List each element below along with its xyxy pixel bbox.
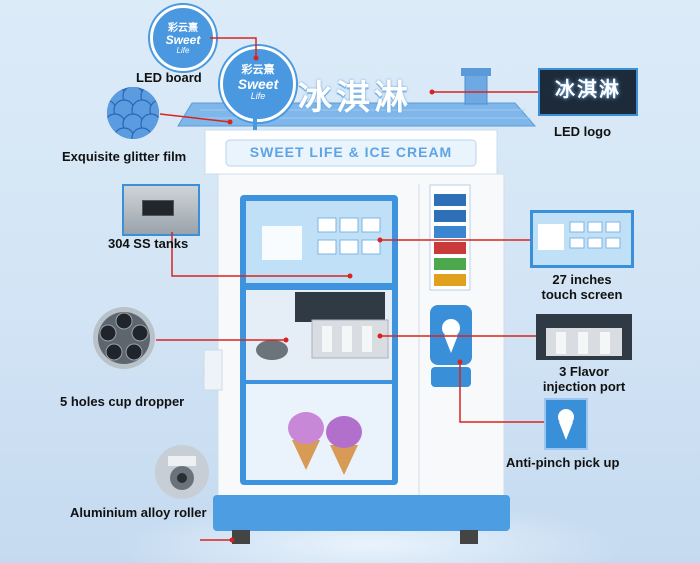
thumb-touch-screen <box>530 210 634 268</box>
thumb-flavor-port <box>536 314 632 360</box>
label-roller: Aluminium alloy roller <box>70 505 207 520</box>
thumb-glitter-film <box>107 87 159 139</box>
thumb-cup-dropper <box>93 307 155 369</box>
cabinet-base <box>213 495 510 531</box>
thumb-badge-line1: 彩云熹 <box>168 23 198 34</box>
brand-badge-line1: 彩云熹 <box>241 64 275 76</box>
label-flavor-port-line1: 3 Flavor <box>559 364 609 379</box>
label-led-logo: LED logo <box>554 124 612 139</box>
label-touch-screen: 27 inches touch screen <box>532 272 632 302</box>
label-touch-screen-line1: 27 inches <box>552 272 612 287</box>
thumb-pick-up <box>544 398 588 450</box>
brand-badge-line2: Sweet <box>237 76 279 92</box>
label-pick-up: Anti-pinch pick up <box>506 455 620 470</box>
label-flavor-port-line2: injection port <box>542 379 626 394</box>
brand-badge-line3: Life <box>250 91 266 101</box>
thumb-badge-line2: Sweet <box>165 33 201 47</box>
label-touch-screen-line2: touch screen <box>541 287 623 302</box>
thumb-led-board: 彩云熹 Sweet Life <box>150 5 216 71</box>
thumb-roller <box>155 445 209 499</box>
header-sign-text: SWEET LIFE & ICE CREAM <box>249 144 453 160</box>
label-glitter-film: Exquisite glitter film <box>62 149 187 164</box>
label-ss-tanks: 304 SS tanks <box>108 236 189 251</box>
label-flavor-port: 3 Flavor injection port <box>530 364 638 394</box>
ice-cream-cone-icon <box>558 409 574 440</box>
badge-post <box>253 118 257 130</box>
thumb-ss-tanks <box>122 184 200 236</box>
tank-display-icon <box>142 200 174 216</box>
thumb-led-logo: 冰淇淋 <box>538 68 638 116</box>
label-led-board: LED board <box>136 70 202 85</box>
thumb-led-logo-text: 冰淇淋 <box>555 79 621 101</box>
poster-cones-illustration <box>288 412 362 475</box>
thumb-badge-line3: Life <box>176 46 190 55</box>
label-cup-dropper: 5 holes cup dropper <box>60 394 185 409</box>
